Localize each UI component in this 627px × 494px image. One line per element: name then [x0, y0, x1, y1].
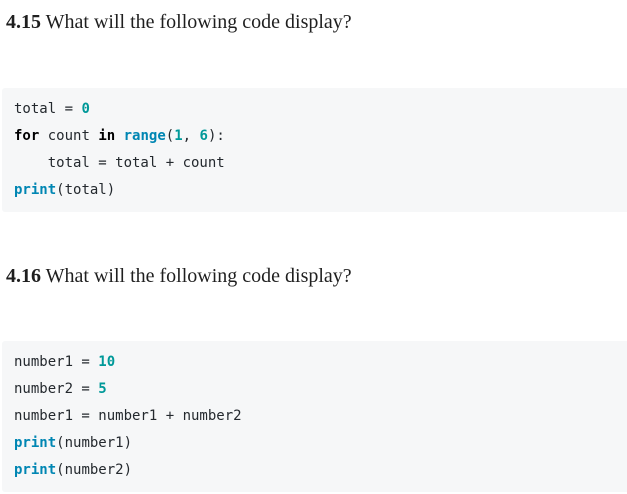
code-token: total = [14, 101, 82, 117]
code-token: print [14, 435, 57, 451]
code-token: for [14, 128, 40, 144]
code-line: total = total + count [14, 150, 615, 177]
exercise-section: 4.15 What will the following code displa… [0, 10, 627, 212]
code-token: ): [207, 128, 225, 144]
code-line: number1 = 10 [14, 349, 615, 376]
code-token [115, 128, 123, 144]
code-token: (number1) [56, 435, 133, 451]
code-line: total = 0 [14, 96, 615, 123]
code-line: print(number1) [14, 430, 615, 457]
code-line: print(number2) [14, 457, 615, 484]
code-token: total = total + count [14, 155, 225, 171]
code-token: , [182, 128, 200, 144]
code-token: count [39, 128, 99, 144]
code-line: for count in range(1, 6): [14, 123, 615, 150]
code-token: 5 [98, 381, 107, 397]
code-token: 0 [81, 101, 90, 117]
code-token: (total) [56, 182, 116, 198]
exercise-number: 4.15 [6, 11, 41, 33]
document-body: 4.15 What will the following code displa… [0, 10, 627, 494]
exercise-question: What will the following code display? [41, 11, 352, 33]
code-token: print [14, 462, 57, 478]
code-line: number1 = number1 + number2 [14, 403, 615, 430]
exercise-heading: 4.16 What will the following code displa… [6, 264, 627, 288]
exercise-section: 4.16 What will the following code displa… [0, 264, 627, 492]
code-token: in [98, 128, 116, 144]
exercise-heading: 4.15 What will the following code displa… [6, 10, 627, 34]
code-token: 10 [98, 354, 116, 370]
exercise-number: 4.16 [6, 265, 41, 287]
code-token: number1 = number1 + number2 [14, 408, 242, 424]
code-token: range [123, 128, 166, 144]
code-token: (number2) [56, 462, 133, 478]
code-token: 1 [174, 128, 183, 144]
code-line: print(total) [14, 177, 615, 204]
code-token: print [14, 182, 57, 198]
code-token: number2 = [14, 381, 99, 397]
exercise-question: What will the following code display? [41, 265, 352, 287]
code-token: 6 [199, 128, 208, 144]
code-token: ( [165, 128, 175, 144]
code-line: number2 = 5 [14, 376, 615, 403]
code-token: number1 = [14, 354, 99, 370]
